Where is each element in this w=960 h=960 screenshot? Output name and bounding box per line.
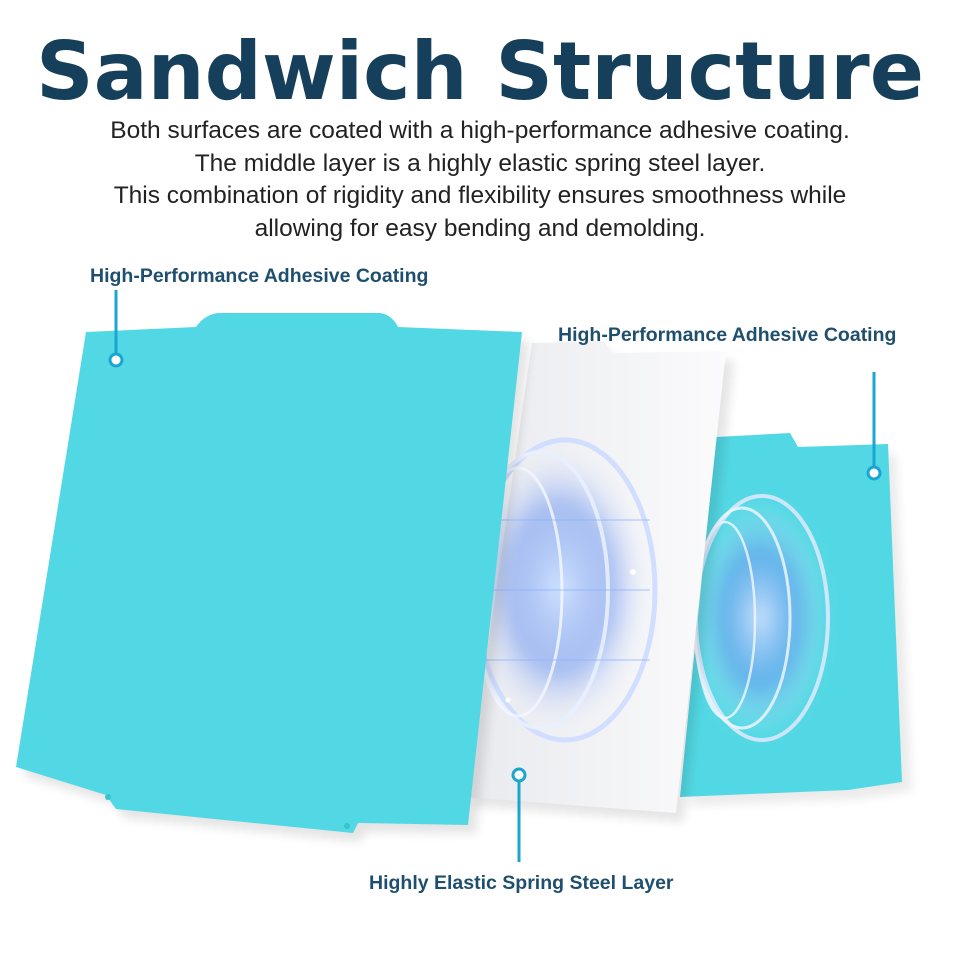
back-coating-leader <box>866 372 882 481</box>
front-coating-label: High-Performance Adhesive Coating <box>90 265 429 287</box>
front-coating-leader <box>108 290 124 368</box>
description-line-3: This combination of rigidity and flexibi… <box>113 182 847 209</box>
front-coating-sheet <box>16 313 530 842</box>
description-line-2: The middle layer is a highly elastic spr… <box>194 150 766 177</box>
description-line-1: Both surfaces are coated with a high-per… <box>110 117 850 144</box>
middle-layer-leader <box>511 767 527 862</box>
back-coating-label: High-Performance Adhesive Coating <box>558 324 897 346</box>
middle-layer-label: Highly Elastic Spring Steel Layer <box>369 872 674 894</box>
page-title: Sandwich Structure <box>36 25 924 118</box>
spring-steel-sheet <box>465 341 734 822</box>
description-line-4: allowing for easy bending and demolding. <box>254 215 706 242</box>
